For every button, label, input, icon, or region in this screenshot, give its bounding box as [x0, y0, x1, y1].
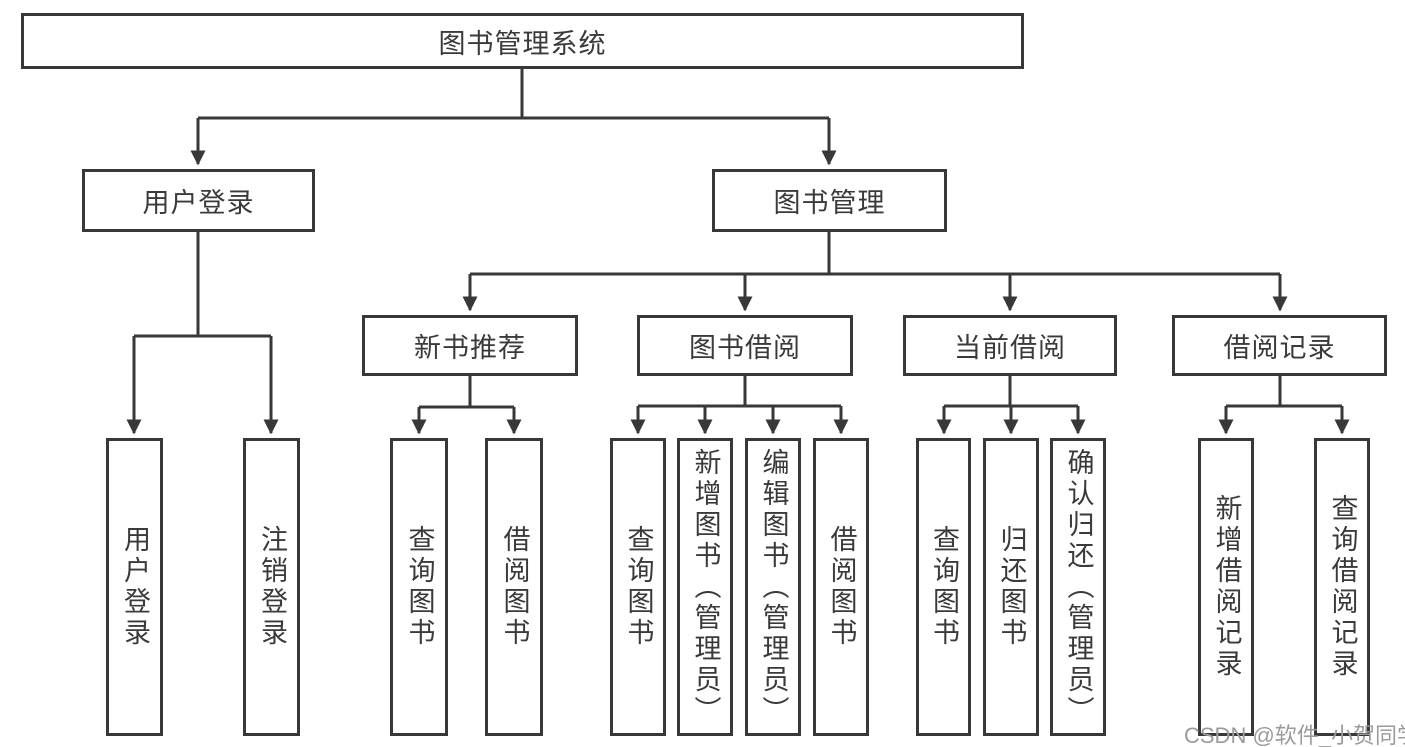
connector-user-login-to-leaves: [126, 232, 279, 435]
connector-borrow-records-to-leaves: [1218, 376, 1350, 435]
node-label: 查询图书: [929, 525, 959, 649]
leaf-borrow-books: 借阅图书: [813, 438, 869, 736]
leaf-borrow-books-recommend: 借阅图书: [485, 438, 543, 736]
node-new-book-recommend: 新书推荐: [362, 315, 578, 376]
connector-current-borrow-to-leaves: [936, 376, 1086, 435]
node-label: 注销登录: [257, 525, 287, 649]
leaf-add-borrow-record: 新增借阅记录: [1198, 438, 1254, 736]
leaf-add-books-admin: 新增图书（管理员）: [677, 438, 733, 736]
node-library-management-system: 图书管理系统: [21, 13, 1024, 69]
node-book-management: 图书管理: [712, 169, 947, 232]
node-label: 查询图书: [623, 525, 654, 649]
connector-root-to-level2: [190, 69, 837, 166]
leaf-query-books-borrow: 查询图书: [610, 438, 666, 736]
node-label: 确认归还（管理员）: [1063, 447, 1094, 727]
node-label: 查询图书: [404, 525, 435, 649]
node-label: 借阅记录: [1223, 333, 1336, 363]
node-label: 新增图书（管理员）: [690, 447, 721, 727]
node-current-borrow: 当前借阅: [903, 315, 1117, 376]
node-label: 用户登录: [142, 188, 255, 218]
leaf-query-books-recommend: 查询图书: [390, 438, 448, 736]
node-label: 图书管理: [773, 188, 886, 218]
leaf-query-books-current: 查询图书: [916, 438, 971, 736]
leaf-return-books: 归还图书: [983, 438, 1039, 736]
node-book-borrow: 图书借阅: [637, 315, 853, 376]
node-label: 编辑图书（管理员）: [758, 447, 789, 727]
node-label: 借阅图书: [499, 525, 530, 649]
node-label: 用户登录: [120, 525, 150, 649]
node-label: 图书借阅: [689, 333, 801, 363]
node-label: 新增借阅记录: [1211, 494, 1242, 680]
node-label: 当前借阅: [954, 333, 1066, 363]
node-label: 借阅图书: [826, 525, 857, 649]
node-label: 查询借阅记录: [1327, 494, 1358, 680]
leaf-logout: 注销登录: [243, 438, 300, 736]
node-label: 图书管理系统: [438, 28, 607, 59]
connector-book-management-to-level3: [462, 232, 1288, 312]
connector-new-book-recommend-to-leaves: [411, 376, 522, 435]
csdn-watermark: CSDN @软件_小贺同学: [1184, 723, 1405, 747]
node-label: 归还图书: [996, 525, 1027, 649]
node-user-login: 用户登录: [82, 169, 315, 232]
node-borrow-records: 借阅记录: [1172, 315, 1387, 376]
connector-book-borrow-to-leaves: [630, 376, 849, 435]
leaf-confirm-return-admin: 确认归还（管理员）: [1050, 438, 1106, 736]
leaf-user-login: 用户登录: [106, 438, 163, 736]
leaf-query-borrow-record: 查询借阅记录: [1314, 438, 1370, 736]
node-label: 新书推荐: [414, 333, 526, 363]
leaf-edit-books-admin: 编辑图书（管理员）: [745, 438, 801, 736]
